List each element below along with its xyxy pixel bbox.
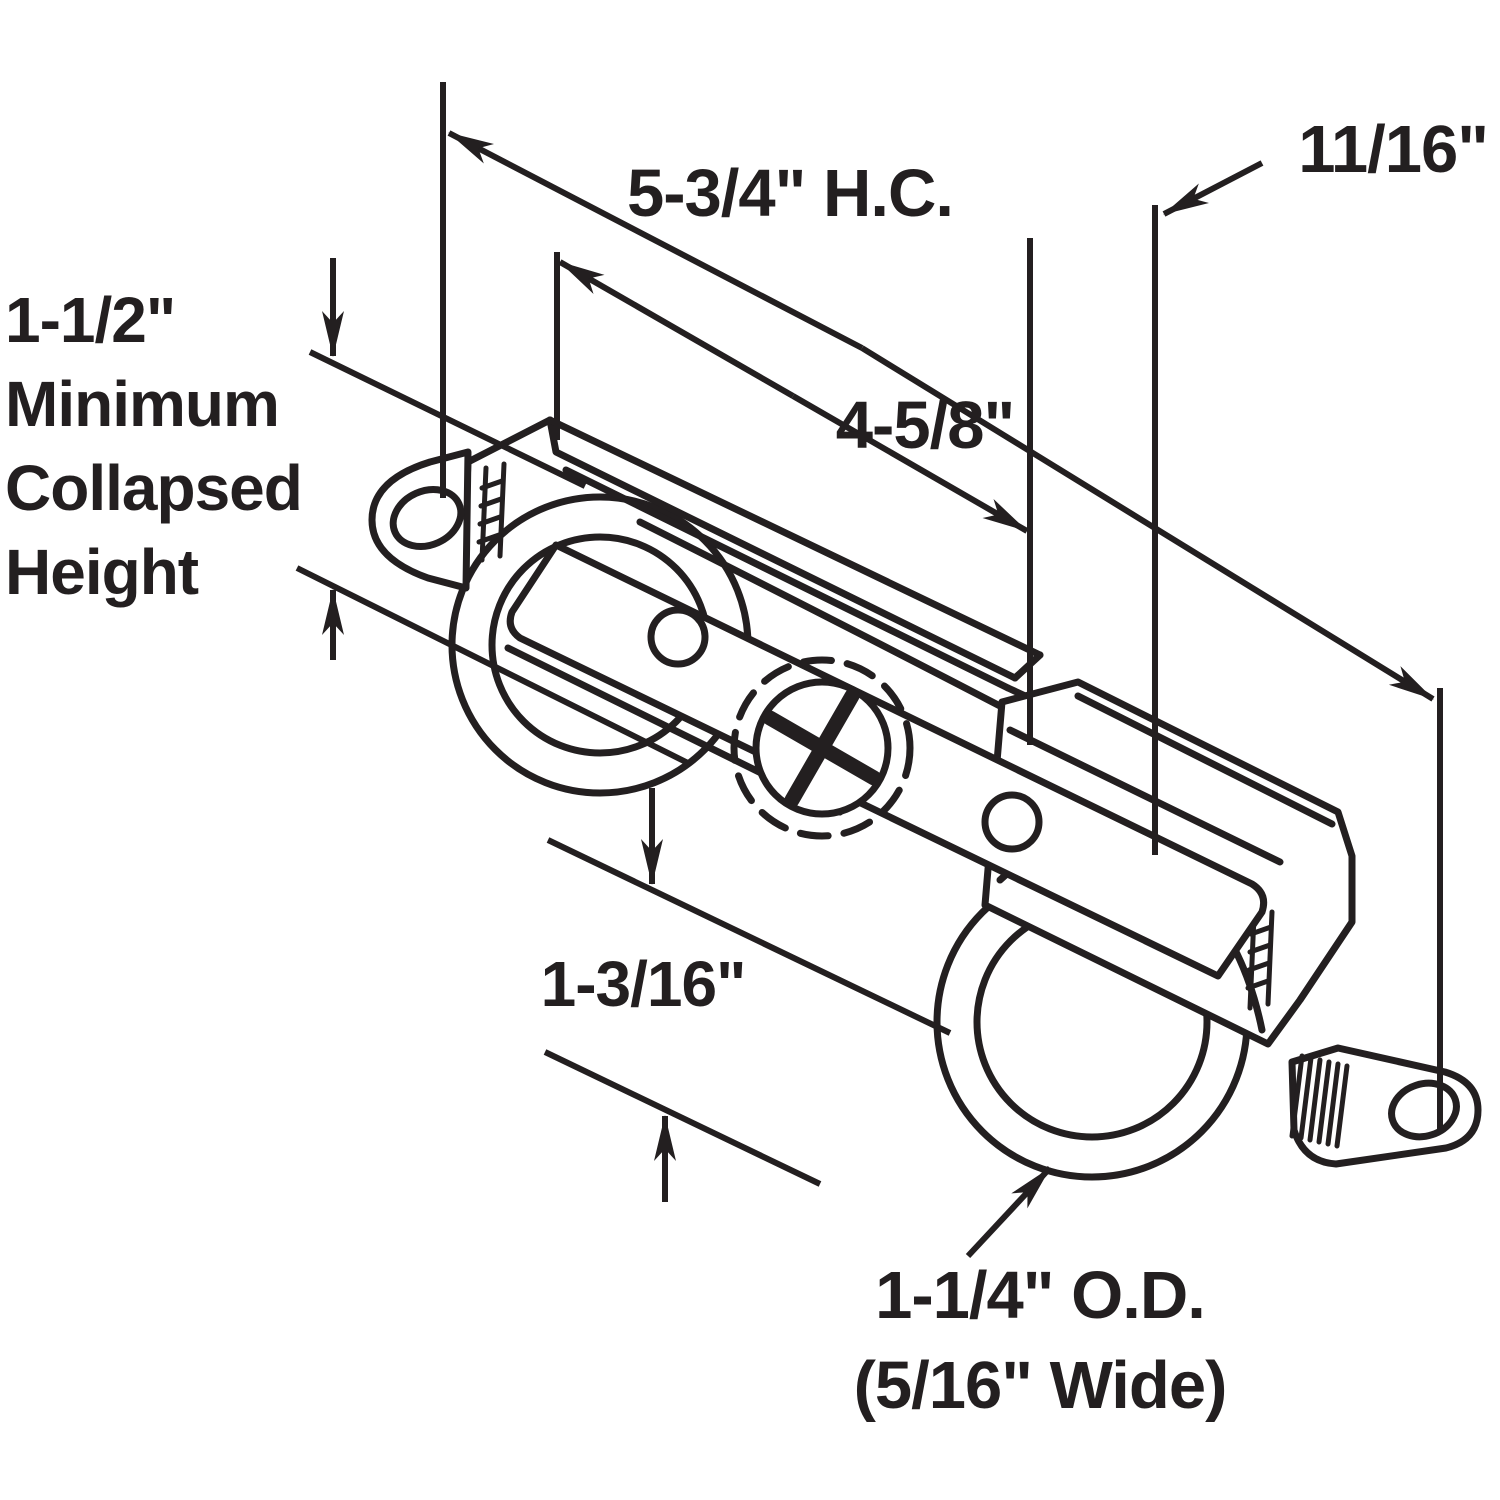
dim-min-collapsed-height [295,258,692,767]
dim-bracket-length [558,259,1029,534]
leader-arrow-offset [1162,160,1264,217]
dim-arrow-458-left [558,259,795,399]
left-spring-clip [476,461,507,563]
dim-label-bracket-length: 4-5/8" [835,388,1015,463]
center-plate [504,541,1268,980]
height-reference-bottom [295,565,692,767]
right-housing-fold-line [1074,692,1336,828]
thread-hatch-line [1334,1063,1350,1149]
dim-arrow-458-right [791,393,1029,534]
clip-tick [1245,978,1271,991]
clip-tick [478,496,504,509]
spring-arm-curve [636,518,1004,710]
height-reference-top [308,349,587,489]
dim-arrow-hc-left [447,130,864,351]
thread-hatch-line [1325,1061,1341,1147]
screw-washer-dashed-circle [730,656,914,840]
thread-hatch [1289,1053,1350,1149]
dim-label-min-height-word2: Collapsed [5,452,303,524]
right-housing-fold-line-2 [1006,726,1284,866]
dim-bottom-offset [543,788,952,1202]
housing-top-left-edge [464,416,554,466]
dim-label-min-height-word3: Height [5,536,199,608]
housing-rail-inner-line [546,416,1019,682]
left-tab-body [368,448,472,592]
phillips-bar [784,688,860,808]
clip-tick [479,478,505,491]
dim-label-roller-width: (5/16" Wide) [853,1348,1228,1423]
thread-hatch-line [1289,1053,1305,1139]
dim-label-bottom-offset: 1-3/16" [540,948,747,1020]
clip-tick [477,514,503,527]
dim-hole-centers [447,130,1435,702]
clip-tick [1248,924,1274,937]
dim-label-roller-diameter: 1-1/4" O.D. [875,1258,1206,1333]
thread-hatch-line [1316,1059,1332,1145]
assembly-drawing [368,416,1482,1181]
right-mounting-hole [1388,1079,1460,1141]
plate-hole-left [647,606,709,668]
clip-tick [1247,942,1273,955]
clip-edge [479,465,489,563]
bottom-reference-top [546,837,952,1036]
dimension-lines [295,82,1443,1259]
thread-hatch-line [1307,1057,1323,1143]
leader-arrow-roller-od [965,1165,1053,1259]
dim-label-min-height-value: 1-1/2" [5,284,176,356]
clip-tick [476,532,502,545]
thread-hatch-line [1298,1055,1314,1141]
dim-label-edge-offset: 11/16" [1298,112,1489,187]
clip-tick [1246,960,1272,973]
dim-label-min-height-word1: Minimum [5,368,280,440]
dim-label-hole-centers: 5-3/4" H.C. [626,156,954,231]
dim-arrow-hc-right [860,345,1435,702]
left-mounting-hole [389,486,465,550]
housing-rail-top-line [546,416,1044,659]
spring-arm-edge [562,466,1012,692]
adjustment-screw [730,656,914,840]
right-mounting-tab [1288,1044,1482,1168]
bottom-reference-bottom [543,1049,822,1187]
right-spring-clip [1245,909,1275,1011]
plate-hole-right [981,791,1043,853]
phillips-cross-icon [762,688,882,808]
housing-rail [458,416,1048,728]
